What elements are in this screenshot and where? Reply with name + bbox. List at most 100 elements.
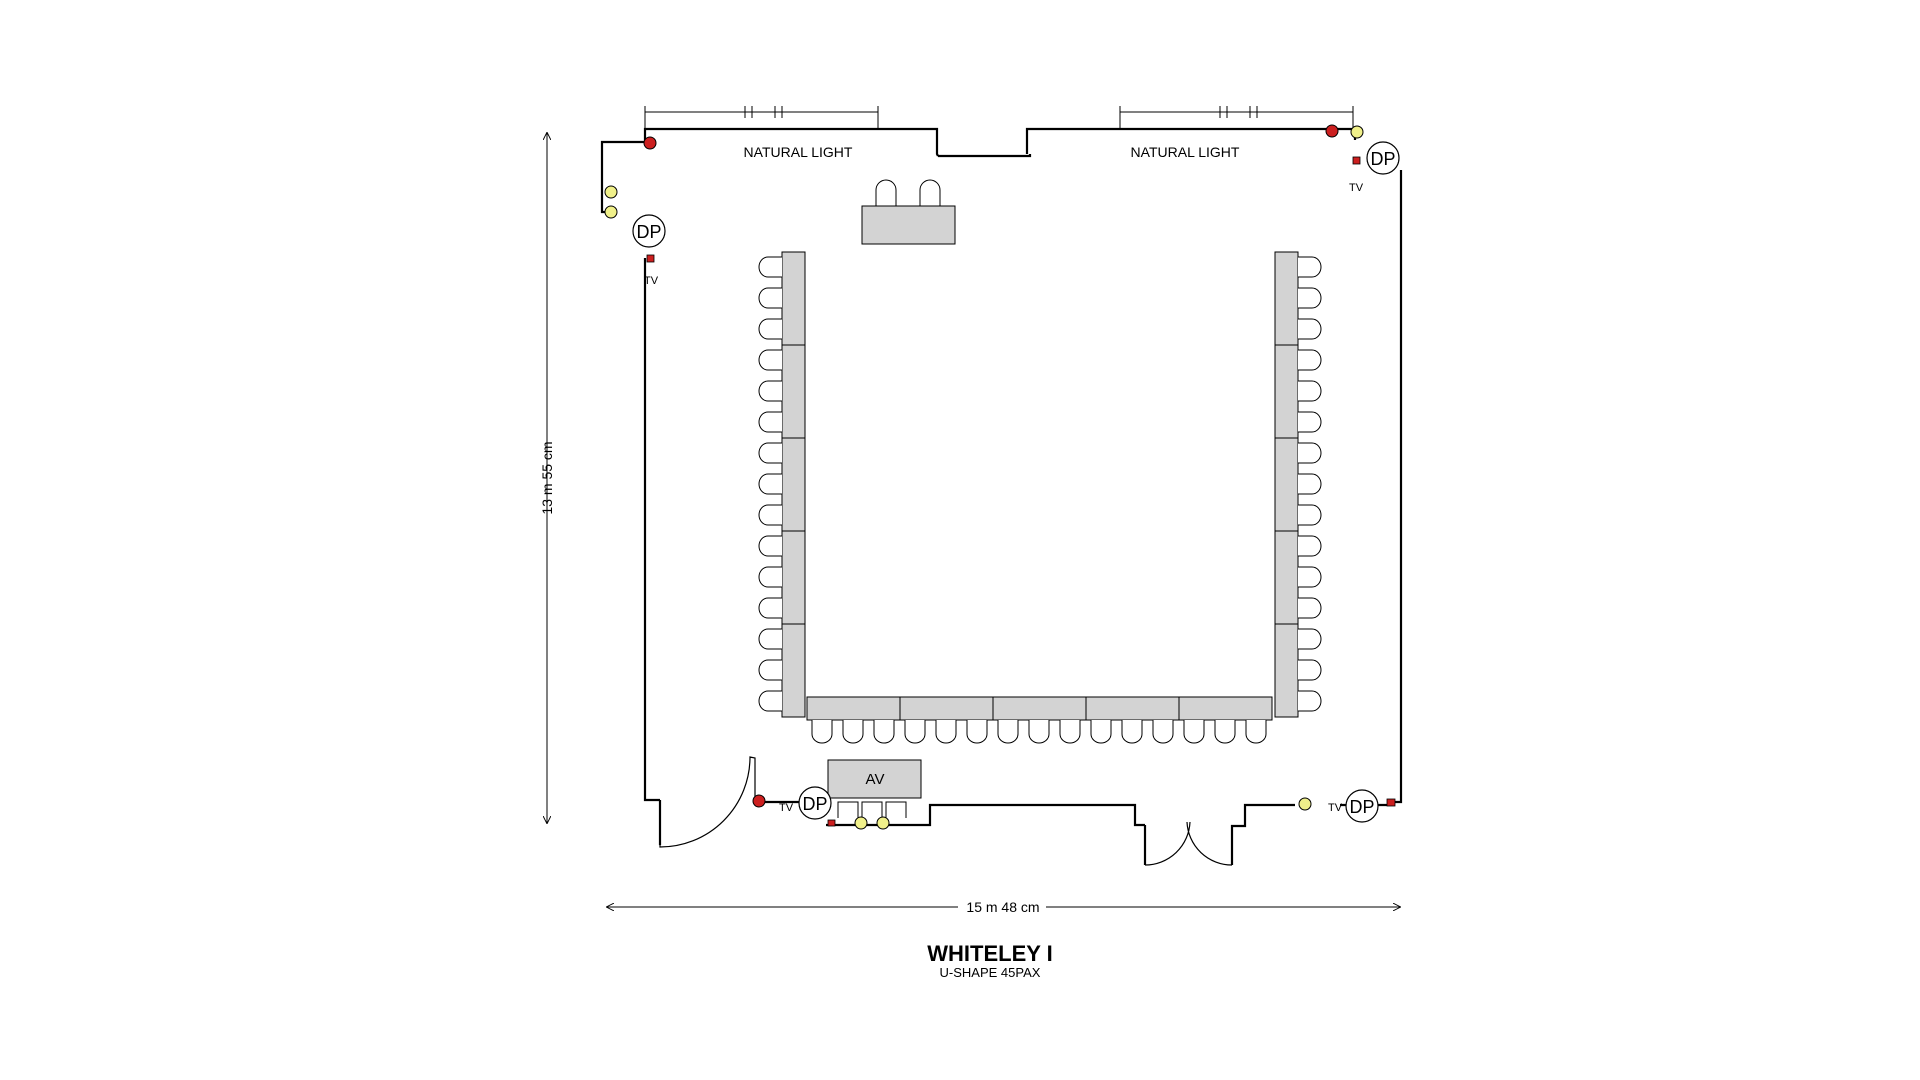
- tv-label: TV: [779, 802, 794, 814]
- wall-left: [600, 155, 613, 214]
- chair: [758, 287, 782, 309]
- chair: [1090, 720, 1112, 744]
- tv-icon: [1386, 798, 1396, 807]
- table-right: [1274, 437, 1299, 532]
- door-left: [659, 756, 756, 848]
- chair: [758, 256, 782, 278]
- chair: [1298, 318, 1322, 340]
- chair: [758, 411, 782, 433]
- chair: [758, 690, 782, 712]
- chair: [1298, 473, 1322, 495]
- wall-bottom-av: [826, 803, 1145, 827]
- chair: [875, 179, 897, 207]
- socket-icon: [876, 816, 890, 830]
- chair: [1183, 720, 1205, 744]
- chair: [997, 720, 1019, 744]
- chair: [758, 442, 782, 464]
- chair: [1298, 628, 1322, 650]
- table-left: [781, 251, 806, 346]
- svg-text:DP: DP: [1370, 149, 1395, 169]
- av-station: AV: [827, 759, 922, 818]
- chair: [1298, 380, 1322, 402]
- socket-icon: [604, 205, 618, 219]
- tv-label: TV: [644, 275, 659, 287]
- chair: [1214, 720, 1236, 744]
- chair: [758, 504, 782, 526]
- plan-subtitle: U-SHAPE 45PAX: [939, 965, 1041, 980]
- table-right: [1274, 530, 1299, 625]
- table-bottom: [806, 696, 901, 721]
- chair: [758, 659, 782, 681]
- u-shape-chairs: [758, 256, 1322, 744]
- table-right: [1274, 623, 1299, 718]
- door-double: [1144, 821, 1233, 866]
- distribution-panels: DP DP DP DP: [632, 141, 1400, 823]
- chair: [1059, 720, 1081, 744]
- chair: [1298, 690, 1322, 712]
- window-label-right: NATURAL LIGHT: [1131, 144, 1240, 160]
- chair: [904, 720, 926, 744]
- table-left: [781, 623, 806, 718]
- wall-top-right: [1025, 127, 1355, 154]
- chair: [1245, 720, 1267, 744]
- chair: [1298, 256, 1322, 278]
- table-left: [781, 530, 806, 625]
- tv-points: TV TV TV TV: [644, 156, 1396, 827]
- chair: [1298, 287, 1322, 309]
- table-right: [1274, 251, 1299, 346]
- table-bottom: [1085, 696, 1180, 721]
- tv-label: TV: [1328, 802, 1343, 814]
- chair: [1298, 504, 1322, 526]
- table-bottom: [1178, 696, 1273, 721]
- u-shape-tables: [781, 251, 1299, 721]
- chair: [1298, 442, 1322, 464]
- alarm-icon: [752, 794, 766, 808]
- wall-top-left: [600, 127, 939, 157]
- table-left: [781, 437, 806, 532]
- chair: [758, 380, 782, 402]
- alarm-icon: [643, 136, 657, 150]
- chair: [758, 566, 782, 588]
- chair: [758, 597, 782, 619]
- chair: [842, 720, 864, 744]
- dp-top-left: DP: [632, 214, 666, 248]
- chair: [758, 535, 782, 557]
- chair: [758, 473, 782, 495]
- chair: [1152, 720, 1174, 744]
- wall-bottom-door2-right: [1230, 803, 1295, 865]
- chair: [1298, 566, 1322, 588]
- power-sockets: [604, 125, 1364, 830]
- chair: [758, 318, 782, 340]
- wall-right-lower: [1390, 170, 1403, 804]
- chair: [935, 720, 957, 744]
- window-frames: [644, 106, 1354, 128]
- av-label: AV: [866, 771, 885, 788]
- tv-icon: [646, 254, 655, 263]
- chair: [919, 179, 941, 207]
- tv-icon: [1352, 156, 1361, 165]
- dp-bottom-right: DP: [1345, 789, 1379, 823]
- window-label-left: NATURAL LIGHT: [744, 144, 853, 160]
- chair: [758, 349, 782, 371]
- head-table: [861, 205, 956, 245]
- socket-icon: [1298, 797, 1312, 811]
- chair: [966, 720, 988, 744]
- av-table: [827, 759, 922, 799]
- dp-bottom-left: DP: [798, 786, 832, 820]
- socket-icon: [1350, 125, 1364, 139]
- chair: [1028, 720, 1050, 744]
- svg-text:DP: DP: [802, 794, 827, 814]
- alarm-points: [643, 124, 1339, 808]
- dp-top-right: DP: [1366, 141, 1400, 175]
- head-table-group: [861, 179, 956, 245]
- socket-icon: [604, 185, 618, 199]
- wall-top-recess: [938, 154, 1032, 158]
- table-bottom: [992, 696, 1087, 721]
- wall-left-lower: [643, 258, 660, 802]
- chair: [873, 720, 895, 744]
- table-left: [781, 344, 806, 439]
- chair: [837, 801, 859, 818]
- chair: [1298, 535, 1322, 557]
- chair: [1298, 411, 1322, 433]
